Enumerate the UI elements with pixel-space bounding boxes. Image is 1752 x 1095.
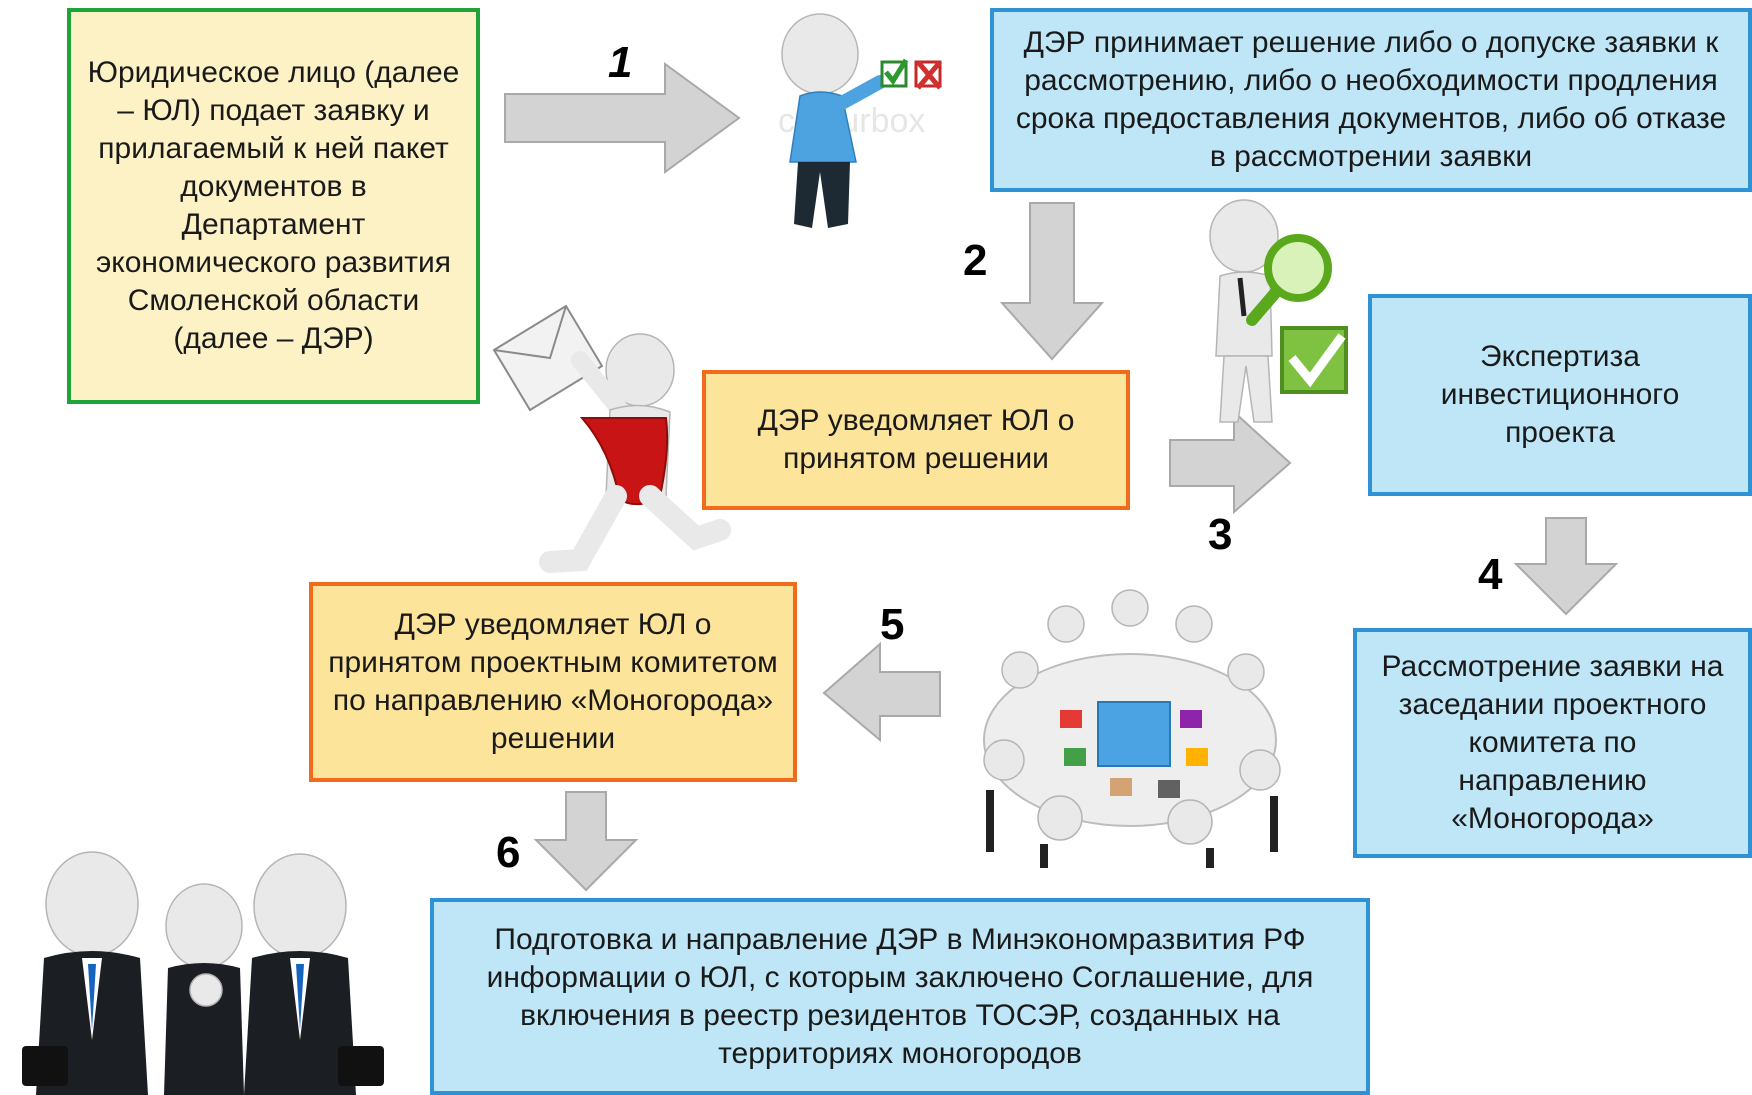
step-number-6: 6 [496,828,521,877]
person-checkbox-figure [781,13,942,228]
courier-envelope-figure [492,304,731,573]
step-number-5: 5 [880,600,905,649]
round-table-puzzle-figure [983,589,1281,868]
arrow-down-6 [533,791,639,892]
business-handshake-figure [22,851,384,1095]
step-number-4: 4 [1478,550,1503,599]
arrow-right-1 [504,62,741,174]
box-text: ДЭР принимает решение либо о допуске зая… [1015,26,1727,173]
step-number-1: 1 [608,38,633,87]
step-box-committee-review: Рассмотрение заявки на заседании проектн… [1353,628,1752,858]
arrow-down-4 [1513,517,1619,616]
step-number-2: 2 [963,236,988,285]
step-box-decision: ДЭР принимает решение либо о допуске зая… [990,8,1752,192]
step-box-expertise: Экспертиза инвестиционного проекта [1368,294,1752,496]
step-box-registry: Подготовка и направление ДЭР в Минэконом… [430,898,1370,1095]
box-text: Рассмотрение заявки на заседании проектн… [1381,650,1724,835]
arrow-right-3 [1169,409,1292,515]
box-text: ДЭР уведомляет ЮЛ о принятом решении [757,404,1075,475]
step-box-notify-committee: ДЭР уведомляет ЮЛ о принятом проектным к… [309,582,797,782]
box-text: Экспертиза инвестиционного проекта [1440,340,1680,449]
box-text: Юридическое лицо (далее – ЮЛ) подает зая… [87,56,460,355]
step-number-3: 3 [1208,510,1233,559]
box-text: Подготовка и направление ДЭР в Минэконом… [486,922,1314,1070]
box-text: ДЭР уведомляет ЮЛ о принятом проектным к… [328,608,778,755]
arrow-down-2 [999,202,1105,361]
step-box-notify-decision: ДЭР уведомляет ЮЛ о принятом решении [702,370,1130,510]
magnifier-check-figure [1209,199,1348,423]
step-box-application: Юридическое лицо (далее – ЮЛ) подает зая… [67,8,480,404]
arrow-left-5 [822,641,941,743]
